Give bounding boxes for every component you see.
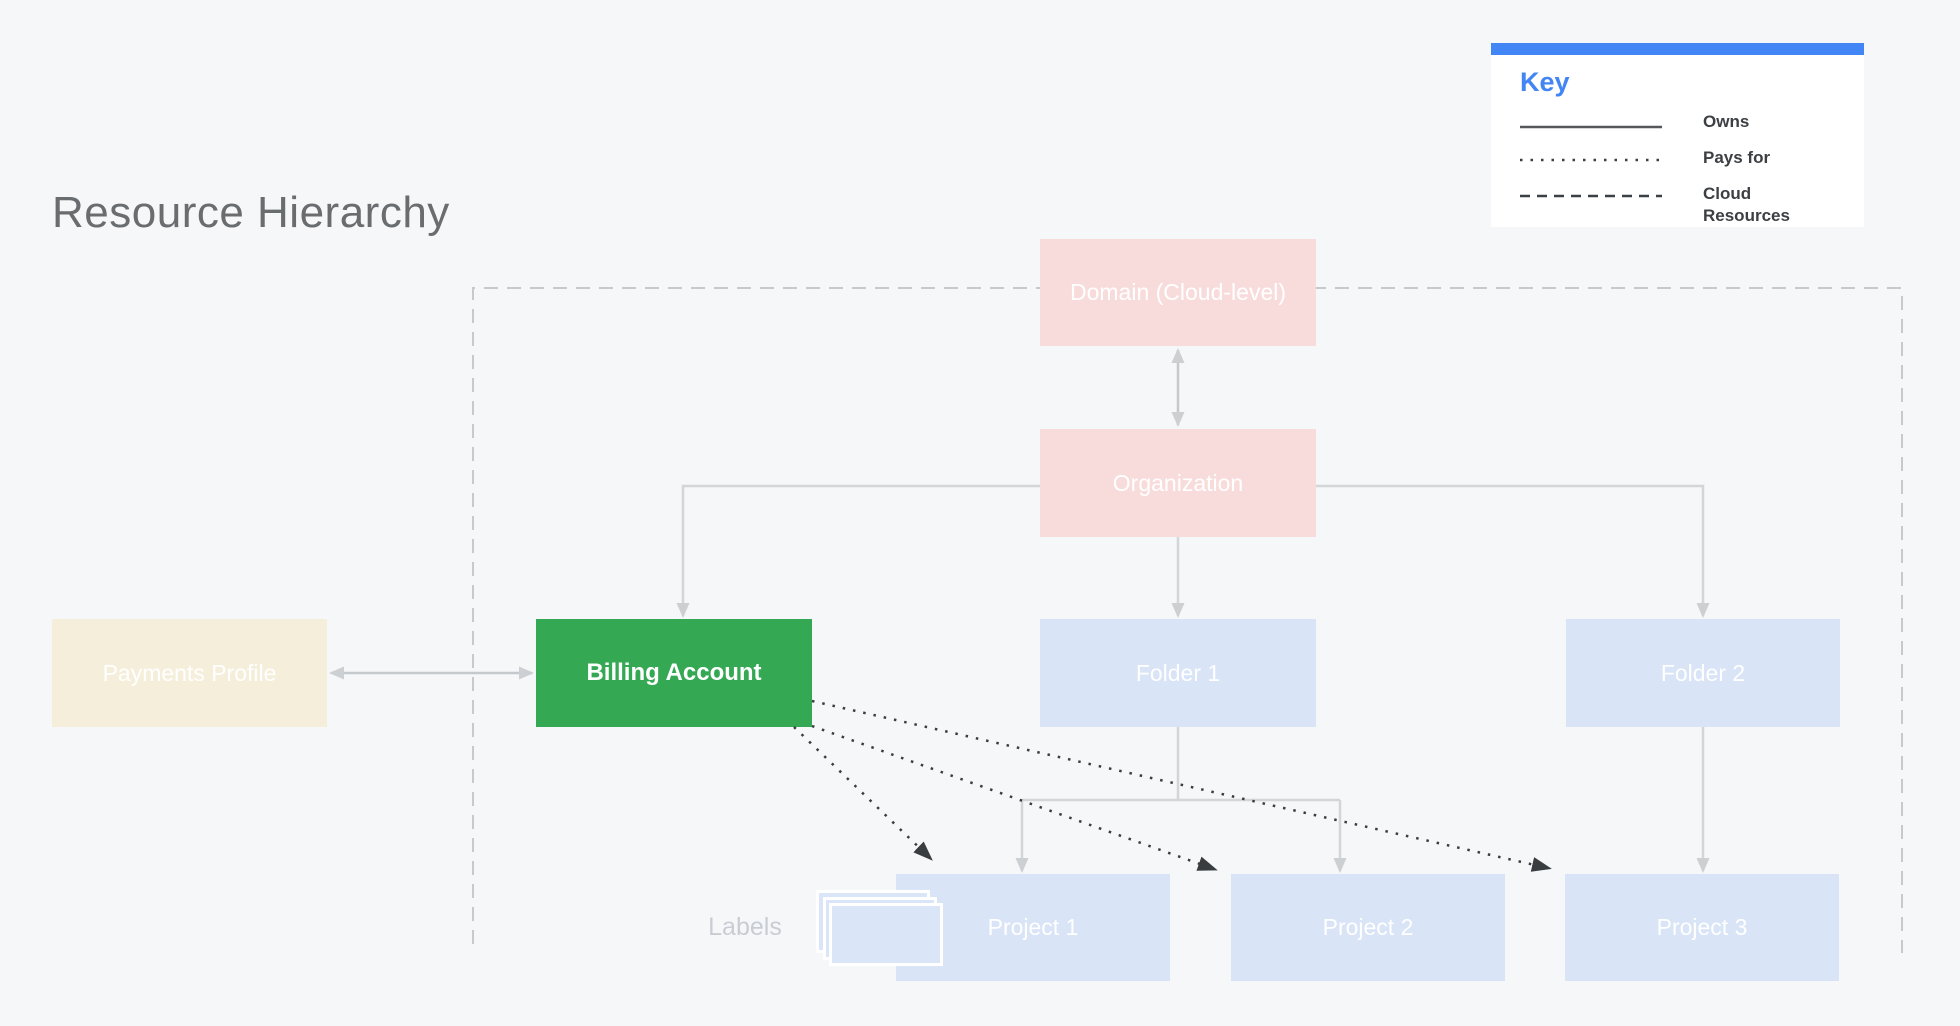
node-folder1: Folder 1 bbox=[1040, 619, 1316, 727]
node-folder2-label: Folder 2 bbox=[1660, 659, 1746, 686]
key-label-pays-for: Pays for bbox=[1703, 148, 1771, 167]
labels-caption: Labels bbox=[708, 913, 782, 941]
node-billing-account-label: Billing Account bbox=[586, 659, 762, 686]
key-label-owns: Owns bbox=[1703, 112, 1750, 131]
pays-for-line-sample bbox=[1520, 158, 1662, 162]
node-folder1-label: Folder 1 bbox=[1135, 659, 1221, 686]
node-domain: Domain (Cloud-level) bbox=[1040, 239, 1316, 346]
edge-folder1-branch bbox=[1022, 727, 1340, 802]
page-title: Resource Hierarchy bbox=[52, 188, 450, 237]
node-project2-label: Project 2 bbox=[1322, 914, 1414, 940]
node-project3: Project 3 bbox=[1565, 874, 1839, 981]
key-label-cloud-resources: Cloud Resources bbox=[1703, 184, 1790, 225]
node-project3-label: Project 3 bbox=[1656, 914, 1748, 940]
edge-billing-project2-paysfor bbox=[811, 724, 1218, 871]
node-organization-label: Organization bbox=[1112, 469, 1244, 496]
owns-line-sample bbox=[1520, 125, 1662, 129]
node-billing-account: Billing Account bbox=[536, 619, 812, 727]
edge-billing-project1-paysfor bbox=[793, 726, 933, 861]
edge-organization-folder2 bbox=[1316, 484, 1710, 618]
node-organization: Organization bbox=[1040, 429, 1316, 537]
cloud-resources-line-sample bbox=[1520, 194, 1662, 198]
node-folder2: Folder 2 bbox=[1566, 619, 1840, 727]
node-project2: Project 2 bbox=[1231, 874, 1505, 981]
node-payments-profile-label: Payments Profile bbox=[102, 659, 277, 686]
key-accent-bar bbox=[1491, 43, 1864, 55]
label-card-front bbox=[829, 903, 943, 966]
node-payments-profile: Payments Profile bbox=[52, 619, 327, 727]
node-project1-label: Project 1 bbox=[987, 914, 1079, 940]
key-title: Key bbox=[1520, 67, 1570, 97]
key-panel: Key Owns Pays for Cloud Resources bbox=[1491, 43, 1864, 227]
labels-stack-icon bbox=[816, 890, 946, 970]
edge-organization-billing bbox=[676, 484, 1040, 618]
node-domain-label: Domain (Cloud-level) bbox=[1069, 279, 1287, 305]
